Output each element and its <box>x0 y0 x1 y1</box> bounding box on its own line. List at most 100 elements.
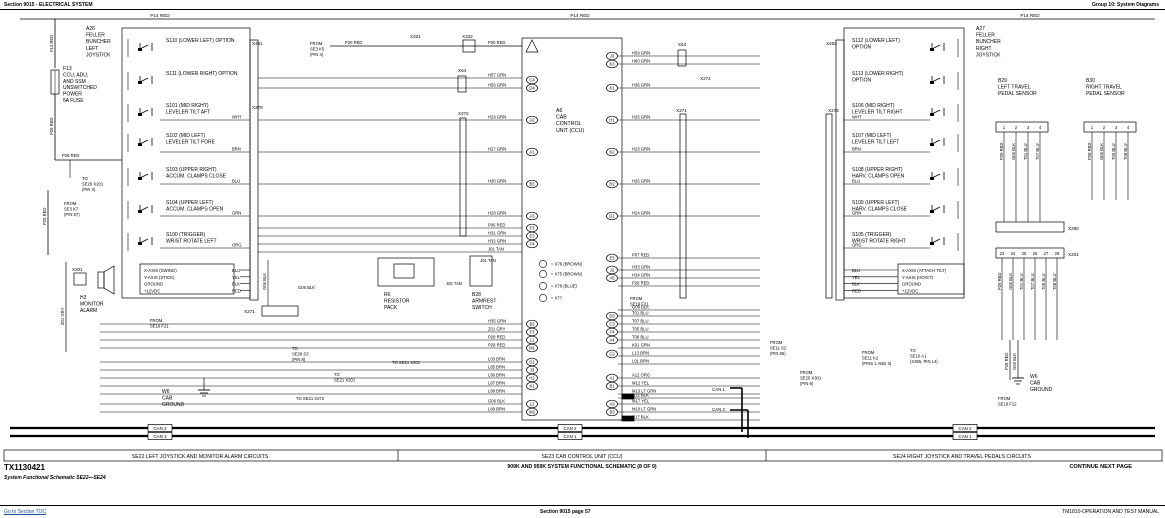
connector-pin-label: A1 <box>609 376 615 381</box>
ccu-out-label: H24 GRN <box>632 211 650 216</box>
connector-pin-label: J3 <box>530 368 535 373</box>
ccu-right-pin <box>606 349 618 359</box>
ccu-left-pin <box>526 381 538 391</box>
connector-pin-label: C3 <box>609 322 615 327</box>
h3-label: MONITOR <box>80 302 104 308</box>
from-se11-s2-note: FROM <box>770 340 783 345</box>
connector-pin-label: G1 <box>529 360 535 365</box>
from-se3-k5-label: SE3 K5 <box>310 46 325 51</box>
can-label-bg <box>147 432 173 440</box>
left-switch-label: S104 (UPPER LEFT) <box>166 200 214 206</box>
from-se19-note: FROM <box>150 318 163 323</box>
left-axis-label: +12VDC <box>144 288 160 293</box>
from-se3-label: SE3 K7 <box>64 206 79 211</box>
ccu-left-pin <box>526 327 538 337</box>
wire-label: P20 RED <box>488 40 505 45</box>
ccu-right-pin <box>606 399 618 409</box>
page-number: Section 9015 page 57 <box>540 509 591 515</box>
ccu-out-label: L91 BRN <box>632 359 649 364</box>
ccu-wire-label: L86 BRN <box>488 373 505 378</box>
b28-label: SWITCH <box>472 305 492 311</box>
ccu-right-pin <box>606 327 618 337</box>
footer-rule <box>0 505 1165 506</box>
connector-pin-label: A2 <box>529 118 535 123</box>
can-tap-label: CAN 1 <box>712 387 725 392</box>
pin-color-label: GRN <box>852 211 861 216</box>
g06-vert-label: G06 BLK <box>262 273 267 290</box>
ccu-right-pin <box>606 381 618 391</box>
ccu-left-pin <box>526 211 538 221</box>
pedal-wire-label: G06 BLK <box>1011 143 1016 160</box>
right-switch-label: S107 (MID LEFT) <box>852 133 892 139</box>
left-switch-label: LEVELER TILT AFT <box>166 109 210 115</box>
connector-pin-label: B3 <box>529 182 535 187</box>
manual-title: TM1810-OPERATION AND TEST MANUAL <box>1062 509 1159 515</box>
ccu-out-label: T01 BLU <box>632 311 649 316</box>
title-block-frame <box>3 449 1163 462</box>
ccu-wire-label: L89 BRN <box>488 407 505 412</box>
ccu-out-label: R17 BLK <box>632 415 649 420</box>
alarm-speaker-icon <box>103 265 115 295</box>
ccu-right-pin <box>606 265 618 275</box>
ccu-out-label: K01 GRN <box>632 343 650 348</box>
x64-right-label: X64 <box>678 42 687 47</box>
ccu-right-pin <box>606 273 618 283</box>
a26-label: JOYSTICK <box>86 52 111 58</box>
z01-label: Z01 GRY <box>60 307 65 325</box>
a26-joystick-box <box>121 27 251 299</box>
legend-symbol <box>539 282 547 290</box>
left-switch-label: S100 (TRIGGER) <box>166 232 206 238</box>
right-switch-symbol <box>929 171 945 181</box>
connector-pin-label: G1 <box>609 214 615 219</box>
ccu-left-pin <box>526 407 538 417</box>
a6-ccu-box <box>521 37 623 421</box>
ccu-right-pin <box>606 253 618 263</box>
p14-label: P14 RED <box>150 13 170 18</box>
x201-wire-label: T01 BLU <box>1019 273 1024 290</box>
se21-x272-note: TO SE21 X272 <box>296 396 325 401</box>
f13-label: POWER <box>63 92 82 98</box>
title-left: SE22 LEFT JOYSTICK AND MONITOR ALARM CIR… <box>132 454 269 460</box>
b30-label: RIGHT TRAVEL <box>1086 85 1122 91</box>
from-se20-note: SE20 X301 <box>800 375 822 380</box>
x201-pin-number: 28 <box>1055 251 1060 256</box>
from-se19-right: FROM <box>630 296 643 301</box>
connector-pin-label: M1 <box>529 346 535 351</box>
connector-pin-label: L1 <box>530 338 535 343</box>
f13-label: UNSWITCHED <box>63 85 97 91</box>
right-switch-label: S106 (MID RIGHT) <box>852 103 895 109</box>
r6-label: R6 <box>384 292 391 298</box>
ccu-left-pin <box>526 239 538 249</box>
legend-symbol <box>539 294 547 302</box>
to-se20-label: SE20 X201 <box>82 181 104 186</box>
from-se19-f22: FROM <box>998 396 1011 401</box>
from-se20-note: (PIN 6) <box>800 381 814 386</box>
ccu-out-label: H23 GRN <box>632 147 650 152</box>
se21-note: TO SE21 X201 <box>392 360 421 365</box>
ccu-wire-label: P06 RED <box>488 223 505 228</box>
connector-pin-label: E3 <box>529 234 535 239</box>
a6-label: UNIT (CCU) <box>556 128 584 134</box>
left-switch-label: S102 (MID LEFT) <box>166 133 206 139</box>
ccu-wire-label: H28 GRN <box>488 211 506 216</box>
right-switch-label: S108 (UPPER RIGHT) <box>852 167 903 173</box>
ccu-left-pin <box>526 231 538 241</box>
section-toc-link[interactable]: Go to Section TOC <box>4 509 47 515</box>
pedal-wire-label: T05 BLU <box>1111 143 1116 160</box>
ccu-wire-label: H35 GRN <box>488 319 506 324</box>
left-switch-label: S101 (MID RIGHT) <box>166 103 209 109</box>
ccu-out-label: T05 BLU <box>632 327 649 332</box>
right-axis-color: BLU <box>852 268 860 273</box>
can-label-bg <box>147 424 173 432</box>
right-connector-strip <box>835 39 845 301</box>
ccu-left-pin <box>526 343 538 353</box>
x271-right-strip <box>679 113 687 299</box>
left-switch-label: LEVELER TILT FORE <box>166 139 216 145</box>
left-axis-label: GROUND <box>144 282 163 287</box>
right-switch-label: OPTION <box>852 44 872 50</box>
from-se20-note: FROM <box>800 370 813 375</box>
x201-wire-label: T05 BLU <box>1041 273 1046 290</box>
connector-pin-label: B2 <box>529 322 535 327</box>
se21-note: TO <box>334 372 340 377</box>
left-switch-label: ACCUM. CLAMPS OPEN <box>166 206 224 212</box>
